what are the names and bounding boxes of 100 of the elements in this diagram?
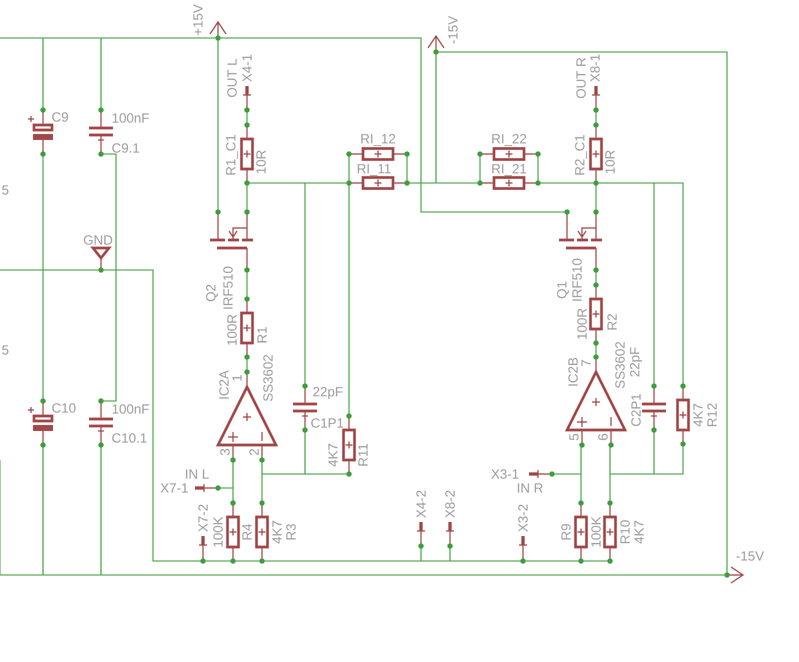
component-label: R1_C1 [226, 134, 238, 175]
wire [42, 445, 102, 576]
component-label: IRF510 [223, 266, 233, 309]
sheet-label: 5 [2, 185, 8, 195]
component-label: 4K7 [328, 444, 338, 467]
wire [246, 357, 248, 372]
pin-number: 7 [581, 360, 591, 366]
component-label: 4K7 [693, 404, 703, 427]
wire [581, 560, 610, 562]
component-label: IN L [186, 469, 209, 479]
component-label: R2_C1 [575, 134, 587, 175]
wire [233, 560, 262, 562]
wire [246, 110, 248, 125]
wire [101, 269, 117, 402]
component-label: -15V [448, 16, 458, 44]
wire [406, 154, 408, 183]
component-label: 100nF [112, 404, 149, 414]
wire [653, 430, 684, 475]
component-label: C1P1 [311, 418, 344, 428]
wire [246, 270, 248, 299]
wire [580, 445, 582, 503]
component-label: 4K7 [634, 520, 644, 544]
pin-number: 3 [220, 448, 230, 456]
wire [523, 560, 581, 562]
wire [595, 110, 597, 125]
component-label: C10 [52, 403, 76, 413]
component-label: R11 [358, 444, 368, 466]
wire [101, 153, 117, 271]
component-label: C2P1 [631, 394, 641, 426]
component-label: 4K7 [272, 520, 282, 544]
wire [435, 52, 480, 184]
wire [595, 343, 597, 357]
component-label: SS3602 [615, 342, 625, 388]
component-label: C10.1 [112, 433, 147, 443]
component-label: R12 [707, 403, 717, 426]
component-label: OUT L [227, 58, 237, 97]
wire [247, 182, 306, 386]
wire [348, 183, 350, 416]
component-label: IC2A [219, 370, 229, 399]
wire [100, 37, 218, 110]
wire [479, 154, 481, 183]
wire [217, 38, 219, 212]
component-label: 100K [591, 516, 601, 547]
component-label: X8-2 [445, 490, 455, 518]
sheet-label: 5 [2, 345, 8, 355]
wire [449, 546, 523, 562]
component-label: X4-1 [242, 54, 252, 82]
component-label: Q2 [206, 284, 218, 302]
component-label: R1 [257, 327, 267, 342]
wire [100, 445, 727, 576]
component-label: +15V [193, 4, 203, 36]
component-label: GND [84, 235, 112, 245]
component-label: RI_21 [492, 164, 526, 176]
wire [232, 460, 234, 503]
component-label: Q1 [557, 282, 569, 298]
component-label: X3-1 [491, 469, 518, 479]
component-label: X7-1 [160, 483, 188, 493]
wire [596, 182, 684, 386]
component-label: 100R [577, 308, 587, 339]
component-label: X8-1 [590, 54, 600, 82]
component-label: OUT R [576, 58, 586, 98]
component-label: X7-2 [198, 504, 208, 532]
component-label: R9 [561, 524, 571, 540]
component-label: X3-2 [518, 504, 528, 532]
component-label: 10R [605, 150, 615, 174]
wire [595, 183, 597, 212]
wire [348, 154, 350, 183]
component-label: RI_12 [361, 134, 396, 146]
pin-number: 2 [249, 448, 259, 456]
wire [304, 430, 349, 475]
component-label: RI_11 [358, 164, 391, 176]
component-label: 10R [256, 150, 266, 174]
component-label: 100nF [112, 113, 149, 123]
pin-number: 1 [232, 374, 242, 381]
component-label: 100K [213, 516, 223, 547]
component-label: 22pF [313, 386, 342, 400]
wire [42, 37, 102, 110]
component-label: R10 [620, 520, 630, 544]
wire [537, 154, 539, 183]
component-label: IN R [518, 483, 543, 493]
wire [203, 560, 233, 562]
component-label: SS3602 [263, 354, 273, 402]
wire [436, 51, 728, 575]
component-label: RI_22 [492, 134, 526, 146]
component-label: IRF510 [572, 258, 582, 301]
pin-number: 6 [598, 434, 608, 440]
pin-number: 5 [569, 434, 579, 440]
component-label: 100R [227, 314, 237, 345]
component-label: R4 [242, 524, 252, 540]
component-label: -15V [736, 551, 764, 561]
wire [538, 182, 596, 184]
component-label: R3 [286, 524, 296, 540]
component-label: 22pF [630, 347, 642, 377]
wire [246, 183, 248, 212]
wire [420, 546, 451, 562]
wire [218, 37, 568, 213]
wire [595, 270, 597, 285]
wire [42, 269, 101, 401]
component-label: C9.1 [112, 143, 140, 153]
component-label: X4-2 [416, 490, 426, 518]
